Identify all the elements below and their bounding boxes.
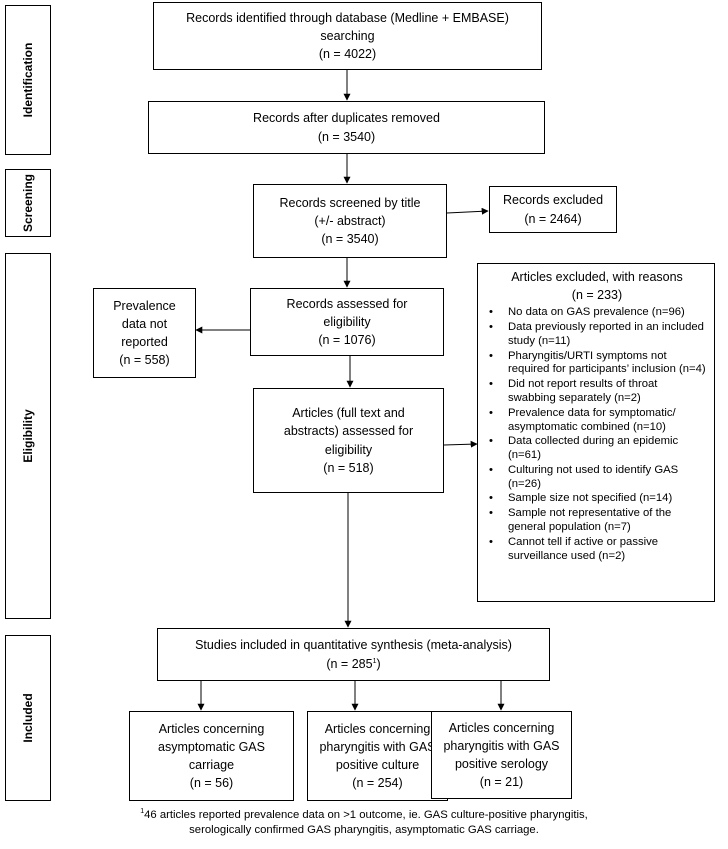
- box-prevalence-line2: data not: [121, 316, 168, 331]
- reason-item: Culturing not used to identify GAS (n=26…: [486, 464, 708, 492]
- box-positive-culture: Articles concerning pharyngitis with GAS…: [307, 711, 448, 801]
- box-studies-included-count: (n = 2851): [326, 655, 380, 673]
- box-serology-line1: Articles concerning: [448, 720, 555, 735]
- footnote-line1: 146 articles reported prevalence data on…: [0, 808, 728, 823]
- reason-item: Did not report results of throat swabbin…: [486, 378, 708, 406]
- box-records-assessed-line1: Records assessed for: [286, 296, 408, 311]
- box-culture-count: (n = 254): [352, 776, 403, 791]
- stage-included: Included: [5, 635, 51, 801]
- arrow-screened-to-excluded: [446, 207, 489, 215]
- footnote-text-line2: serologically confirmed GAS pharyngitis,…: [189, 823, 539, 836]
- box-prevalence-count: (n = 558): [119, 353, 170, 368]
- reason-item: Cannot tell if active or passive surveil…: [486, 536, 708, 564]
- box-culture-line3: positive culture: [335, 758, 420, 772]
- box-serology-count: (n = 21): [479, 775, 524, 790]
- reason-item: Pharyngitis/URTI symptoms not required f…: [486, 350, 708, 378]
- box-duplicates-removed: Records after duplicates removed (n = 35…: [148, 101, 545, 154]
- footnote-text-line1: 46 articles reported prevalence data on …: [144, 809, 588, 821]
- box-studies-included: Studies included in quantitative synthes…: [157, 628, 550, 681]
- box-prevalence-line1: Prevalence: [113, 298, 176, 313]
- box-fulltext-line1: Articles (full text and: [292, 406, 405, 421]
- box-records-assessed-count: (n = 1076): [318, 333, 376, 348]
- box-fulltext-line2: abstracts) assessed for: [283, 424, 414, 439]
- stage-identification: Identification: [5, 5, 51, 155]
- box-records-identified-count: (n = 4022): [318, 47, 377, 62]
- box-records-screened-line1: Records screened by title: [279, 195, 421, 210]
- box-records-assessed-line2: eligibility: [323, 314, 371, 329]
- footnote: 146 articles reported prevalence data on…: [0, 808, 728, 837]
- box-records-screened: Records screened by title (+/- abstract)…: [253, 184, 447, 258]
- box-serology-line2: pharyngitis with GAS: [443, 738, 560, 753]
- box-duplicates-removed-line1: Records after duplicates removed: [253, 111, 440, 126]
- included-footnote-marker: 1: [372, 657, 377, 665]
- stage-eligibility: Eligibility: [5, 253, 51, 619]
- box-records-identified-line2: searching: [320, 28, 375, 43]
- box-records-identified-line1: Records identified through database (Med…: [186, 10, 509, 25]
- box-prevalence-line3: reported: [121, 335, 168, 349]
- box-duplicates-removed-count: (n = 3540): [317, 129, 376, 144]
- box-articles-excluded-reasons: Articles excluded, with reasons (n = 233…: [477, 263, 715, 602]
- box-asymptomatic-line1: Articles concerning: [158, 721, 265, 736]
- reasons-list: No data on GAS prevalence (n=96) Data pr…: [486, 306, 708, 563]
- arrow-fulltext-to-reasons: [443, 440, 478, 448]
- box-fulltext-count: (n = 518): [323, 460, 374, 475]
- box-records-screened-line2: (+/- abstract): [314, 213, 386, 228]
- included-count-text: (n = 285: [326, 656, 373, 671]
- box-records-identified: Records identified through database (Med…: [153, 2, 542, 70]
- box-records-assessed: Records assessed for eligibility (n = 10…: [250, 288, 444, 356]
- box-culture-line2: pharyngitis with GAS: [319, 739, 436, 754]
- stage-screening: Screening: [5, 169, 51, 237]
- box-asymptomatic-carriage: Articles concerning asymptomatic GAS car…: [129, 711, 294, 801]
- reason-item: Data collected during an epidemic (n=61): [486, 435, 708, 463]
- box-culture-line1: Articles concerning: [324, 721, 431, 736]
- reason-item: Data previously reported in an included …: [486, 321, 708, 349]
- box-fulltext-assessed: Articles (full text and abstracts) asses…: [253, 388, 444, 493]
- reason-item: No data on GAS prevalence (n=96): [486, 306, 708, 320]
- box-serology-line3: positive serology: [454, 757, 549, 771]
- box-asymptomatic-line2: asymptomatic GAS: [158, 739, 265, 754]
- box-records-excluded: Records excluded (n = 2464): [489, 186, 617, 233]
- reasons-count: (n = 233): [571, 288, 623, 303]
- reason-item: Sample not representative of the general…: [486, 507, 708, 535]
- box-records-excluded-line1: Records excluded: [502, 193, 604, 208]
- included-count-close: ): [376, 656, 381, 671]
- reasons-title: Articles excluded, with reasons: [511, 270, 683, 284]
- reason-item: Prevalence data for symptomatic/ asympto…: [486, 407, 708, 435]
- box-records-excluded-count: (n = 2464): [524, 211, 582, 226]
- box-records-screened-count: (n = 3540): [321, 232, 379, 247]
- footnote-marker: 1: [140, 808, 145, 816]
- box-asymptomatic-line3: carriage: [188, 758, 235, 772]
- box-fulltext-line3: eligibility: [324, 442, 373, 457]
- box-asymptomatic-count: (n = 56): [189, 776, 234, 791]
- box-studies-included-title: Studies included in quantitative synthes…: [195, 638, 512, 653]
- reason-item: Sample size not specified (n=14): [486, 492, 708, 506]
- box-prevalence-not-reported: Prevalence data not reported (n = 558): [93, 288, 196, 378]
- box-positive-serology: Articles concerning pharyngitis with GAS…: [431, 711, 572, 799]
